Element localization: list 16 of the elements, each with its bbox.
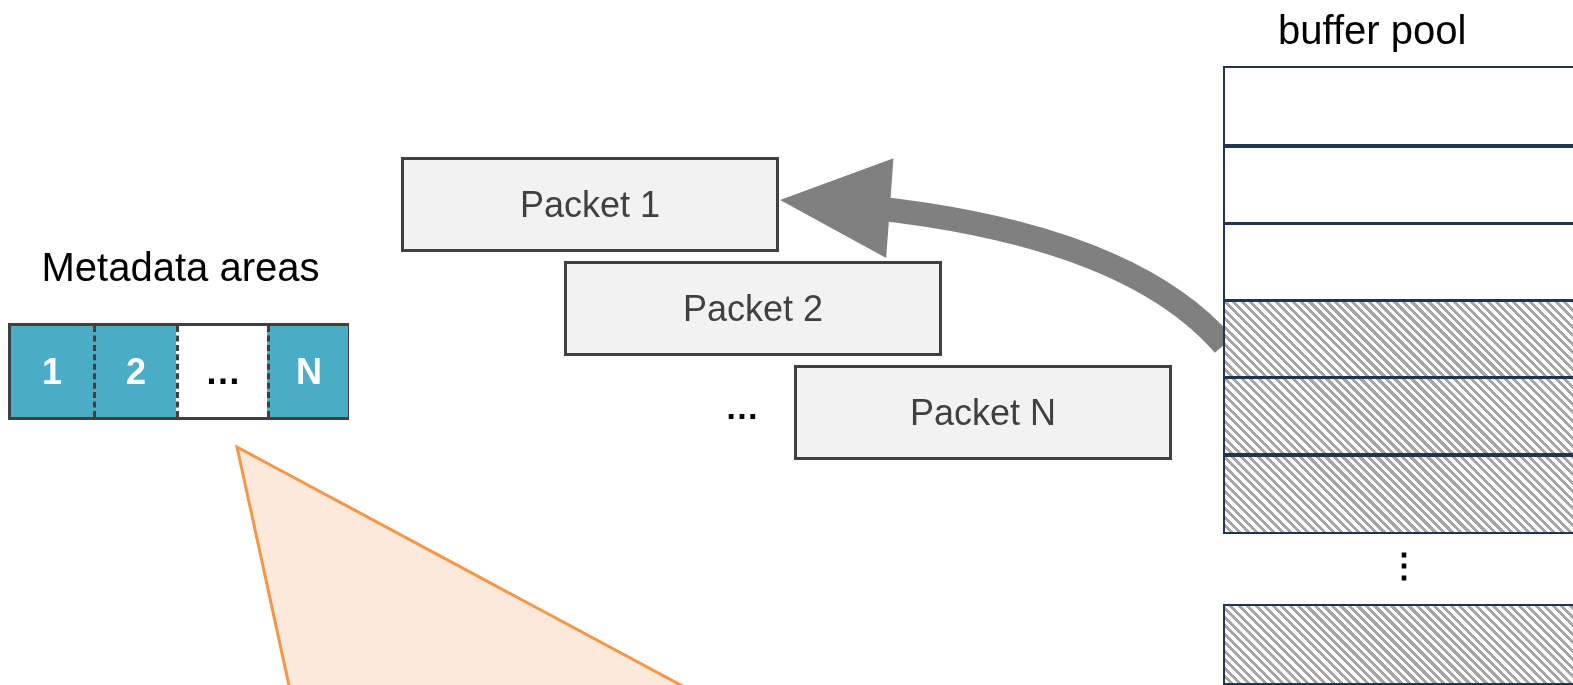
packet-box: Packet 2 xyxy=(564,261,942,356)
metadata-cell: 1 xyxy=(11,326,93,417)
metadata-cell: 2 xyxy=(93,326,176,417)
metadata-cell: N xyxy=(267,326,348,417)
buffer-slot xyxy=(1223,146,1573,224)
packet-box: Packet N xyxy=(794,365,1172,460)
buffer-slot xyxy=(1223,604,1573,685)
packet-box: Packet 1 xyxy=(401,157,779,252)
buffer-slot xyxy=(1223,455,1573,534)
ellipsis: ⋮ xyxy=(1387,548,1421,582)
buffer-slot xyxy=(1223,377,1573,455)
buffer-slot xyxy=(1223,300,1573,378)
heading: buffer pool xyxy=(1278,8,1467,53)
heading: Metadata areas xyxy=(40,245,321,290)
ellipsis: … xyxy=(725,390,759,424)
buffer-slot xyxy=(1223,66,1573,146)
